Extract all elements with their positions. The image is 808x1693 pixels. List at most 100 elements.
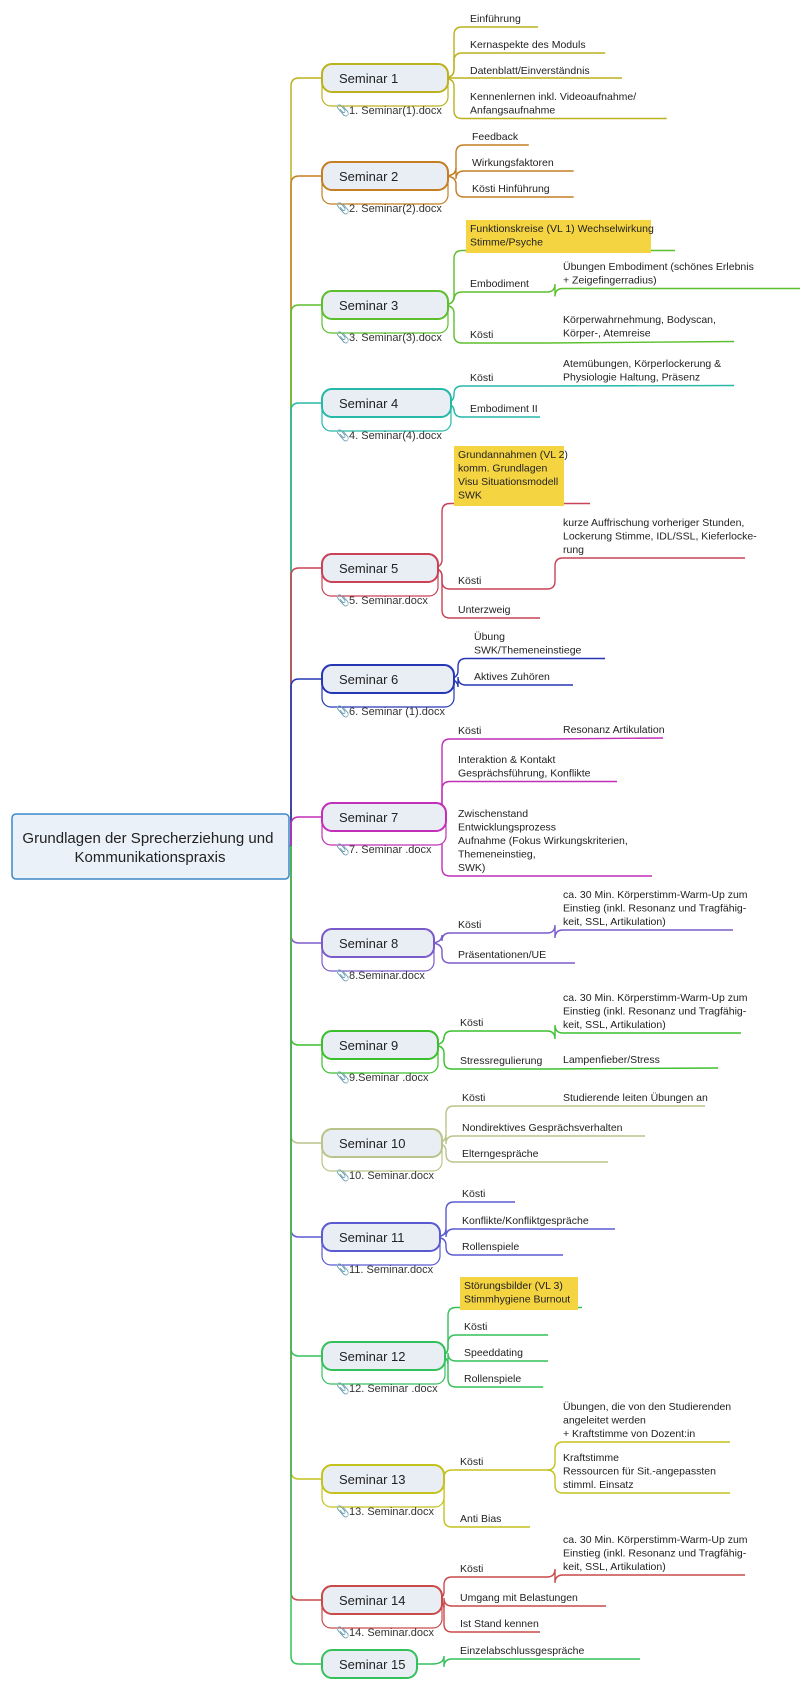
seminar-node-11[interactable]: Seminar 11📎11. Seminar.docxKöstiKonflikt… [321, 1188, 589, 1276]
attachment-link[interactable]: 3. Seminar(3).docx [349, 332, 442, 344]
branch-label[interactable]: Kösti [470, 372, 493, 384]
branch-label[interactable]: Rollenspiele [464, 1373, 521, 1385]
branch-label[interactable]: Kennenlernen inkl. Videoaufnahme/Anfangs… [470, 91, 636, 117]
branch-label[interactable]: Ist Stand kennen [460, 1618, 539, 1630]
attachment-link[interactable]: 13. Seminar.docx [349, 1506, 434, 1518]
attachment-link[interactable]: 11. Seminar.docx [349, 1264, 434, 1276]
branch-label[interactable]: Feedback [472, 131, 519, 143]
attachment-link[interactable]: 14. Seminar.docx [349, 1627, 434, 1639]
paperclip-icon: 📎 [336, 593, 350, 607]
branch-label-line: Speeddating [464, 1347, 523, 1359]
seminar-title: Seminar 12 [339, 1349, 405, 1364]
branch-label[interactable]: Kösti [462, 1092, 485, 1104]
branch-label[interactable]: Embodiment II [470, 403, 538, 415]
svg-text:Anti Bias: Anti Bias [460, 1513, 501, 1525]
attachment-link[interactable]: 6. Seminar (1).docx [349, 706, 445, 718]
attachment-link[interactable]: 10. Seminar.docx [349, 1170, 434, 1182]
attachment-link[interactable]: 9.Seminar .docx [349, 1072, 429, 1084]
child-label[interactable]: Studierende leiten Übungen an [563, 1092, 708, 1104]
highlight-box [460, 1277, 578, 1310]
svg-text:Lampenfieber/Stress: Lampenfieber/Stress [563, 1054, 660, 1066]
branch-label[interactable]: Präsentationen/UE [458, 949, 546, 961]
branch-label[interactable]: Kösti Hinführung [472, 183, 550, 195]
seminar-title: Seminar 13 [339, 1472, 405, 1487]
child-label[interactable]: Übungen Embodiment (schönes Erlebnis+ Ze… [563, 261, 754, 287]
seminar-node-5[interactable]: Seminar 5 📎5. Seminar.docx Grundannahmen (… [321, 446, 757, 616]
branch-label[interactable]: Kösti [458, 725, 481, 737]
branch-label[interactable]: Einführung [470, 13, 521, 25]
child-label[interactable]: kurze Auffrischung vorheriger Stunden,Lo… [563, 517, 757, 556]
root-topic[interactable]: Grundlagen der Sprecherziehung und Kommu… [11, 813, 290, 880]
branch-label[interactable]: Kösti [464, 1321, 487, 1333]
child-label[interactable]: Atemübungen, Körperlockerung &Physiologi… [563, 358, 721, 384]
branch-label[interactable]: Kösti [460, 1456, 483, 1468]
branch-label[interactable]: Stressregulierung [460, 1055, 542, 1067]
branch-label[interactable]: Kösti [460, 1017, 483, 1029]
branch-label[interactable]: Kösti [458, 575, 481, 587]
seminar-node-13[interactable]: Seminar 13📎13. Seminar.docxKöstiÜbungen,… [321, 1401, 731, 1525]
child-label[interactable]: Lampenfieber/Stress [563, 1054, 660, 1066]
branch-label[interactable]: Unterzweig [458, 604, 511, 616]
seminar-node-3[interactable]: Seminar 3📎3. Seminar(3).docxFunktionskre… [321, 220, 754, 344]
branch-label[interactable]: Kösti [458, 919, 481, 931]
branch-label[interactable]: Kösti [462, 1188, 485, 1200]
child-label-line: Körper-, Atemreise [563, 328, 651, 340]
branch-label[interactable]: Anti Bias [460, 1513, 501, 1525]
branch-label[interactable]: Rollenspiele [462, 1241, 519, 1253]
branch-label[interactable]: Datenblatt/Einverständnis [470, 65, 590, 77]
child-label-line: keit, SSL, Artikulation) [563, 1561, 666, 1573]
seminar-node-12[interactable]: Seminar 12📎12. Seminar .docxStörungsbild… [321, 1277, 578, 1395]
seminar-node-2[interactable]: Seminar 2📎2. Seminar(2).docxFeedbackWirk… [321, 131, 554, 215]
attachment-link[interactable]: 8.Seminar.docx [349, 970, 425, 982]
branch-label[interactable]: Wirkungsfaktoren [472, 157, 554, 169]
branch-label[interactable]: Kernaspekte des Moduls [470, 39, 586, 51]
branch-label[interactable]: Kösti [460, 1563, 483, 1575]
seminar-node-1[interactable]: Seminar 1📎1. Seminar(1).docxEinführungKe… [321, 13, 636, 117]
branch-label[interactable]: Konflikte/Konfliktgespräche [462, 1215, 589, 1227]
child-label[interactable]: Körperwahrnehmung, Bodyscan,Körper-, Ate… [563, 314, 716, 340]
branch-connector [443, 167, 574, 180]
attachment-link[interactable]: 2. Seminar(2).docx [349, 203, 442, 215]
branch-label[interactable]: Kösti [470, 329, 493, 341]
seminar-node-4[interactable]: Seminar 4📎4. Seminar(4).docxKöstiAtemübu… [321, 358, 721, 442]
seminar-title: Seminar 5 [339, 561, 398, 576]
branch-label-line: komm. Grundlagen [458, 463, 547, 475]
attachment-link[interactable]: 12. Seminar .docx [349, 1383, 438, 1395]
attachment-link[interactable]: 7. Seminar .docx [349, 844, 432, 856]
branch-label-line: Zwischenstand [458, 808, 528, 820]
branch-label[interactable]: Speeddating [464, 1347, 523, 1359]
branch-label[interactable]: Aktives Zuhören [474, 671, 550, 683]
svg-text:Unterzweig: Unterzweig [458, 604, 511, 616]
branch-label[interactable]: Elterngespräche [462, 1148, 539, 1160]
branch-label[interactable]: Umgang mit Belastungen [460, 1592, 578, 1604]
child-label[interactable]: Resonanz Artikulation [563, 724, 665, 736]
attachment-link[interactable]: 4. Seminar(4).docx [349, 430, 442, 442]
child-label-line: Kraftstimme [563, 1452, 619, 1464]
attachment-link[interactable]: 1. Seminar(1).docx [349, 105, 442, 117]
branch-label[interactable]: Embodiment [470, 278, 529, 290]
branch-label[interactable]: Nondirektives Gesprächsverhalten [462, 1122, 623, 1134]
branch-label[interactable]: Einzelabschlussgespräche [460, 1645, 584, 1657]
branch-label-line: Einzelabschlussgespräche [460, 1645, 584, 1657]
branch-label[interactable]: Störungsbilder (VL 3)Stimmhygiene Burnou… [460, 1277, 578, 1310]
child-label-line: kurze Auffrischung vorheriger Stunden, [563, 517, 744, 529]
attachment-link[interactable]: 5. Seminar.docx [349, 595, 428, 607]
svg-text:Kösti: Kösti [458, 575, 481, 587]
